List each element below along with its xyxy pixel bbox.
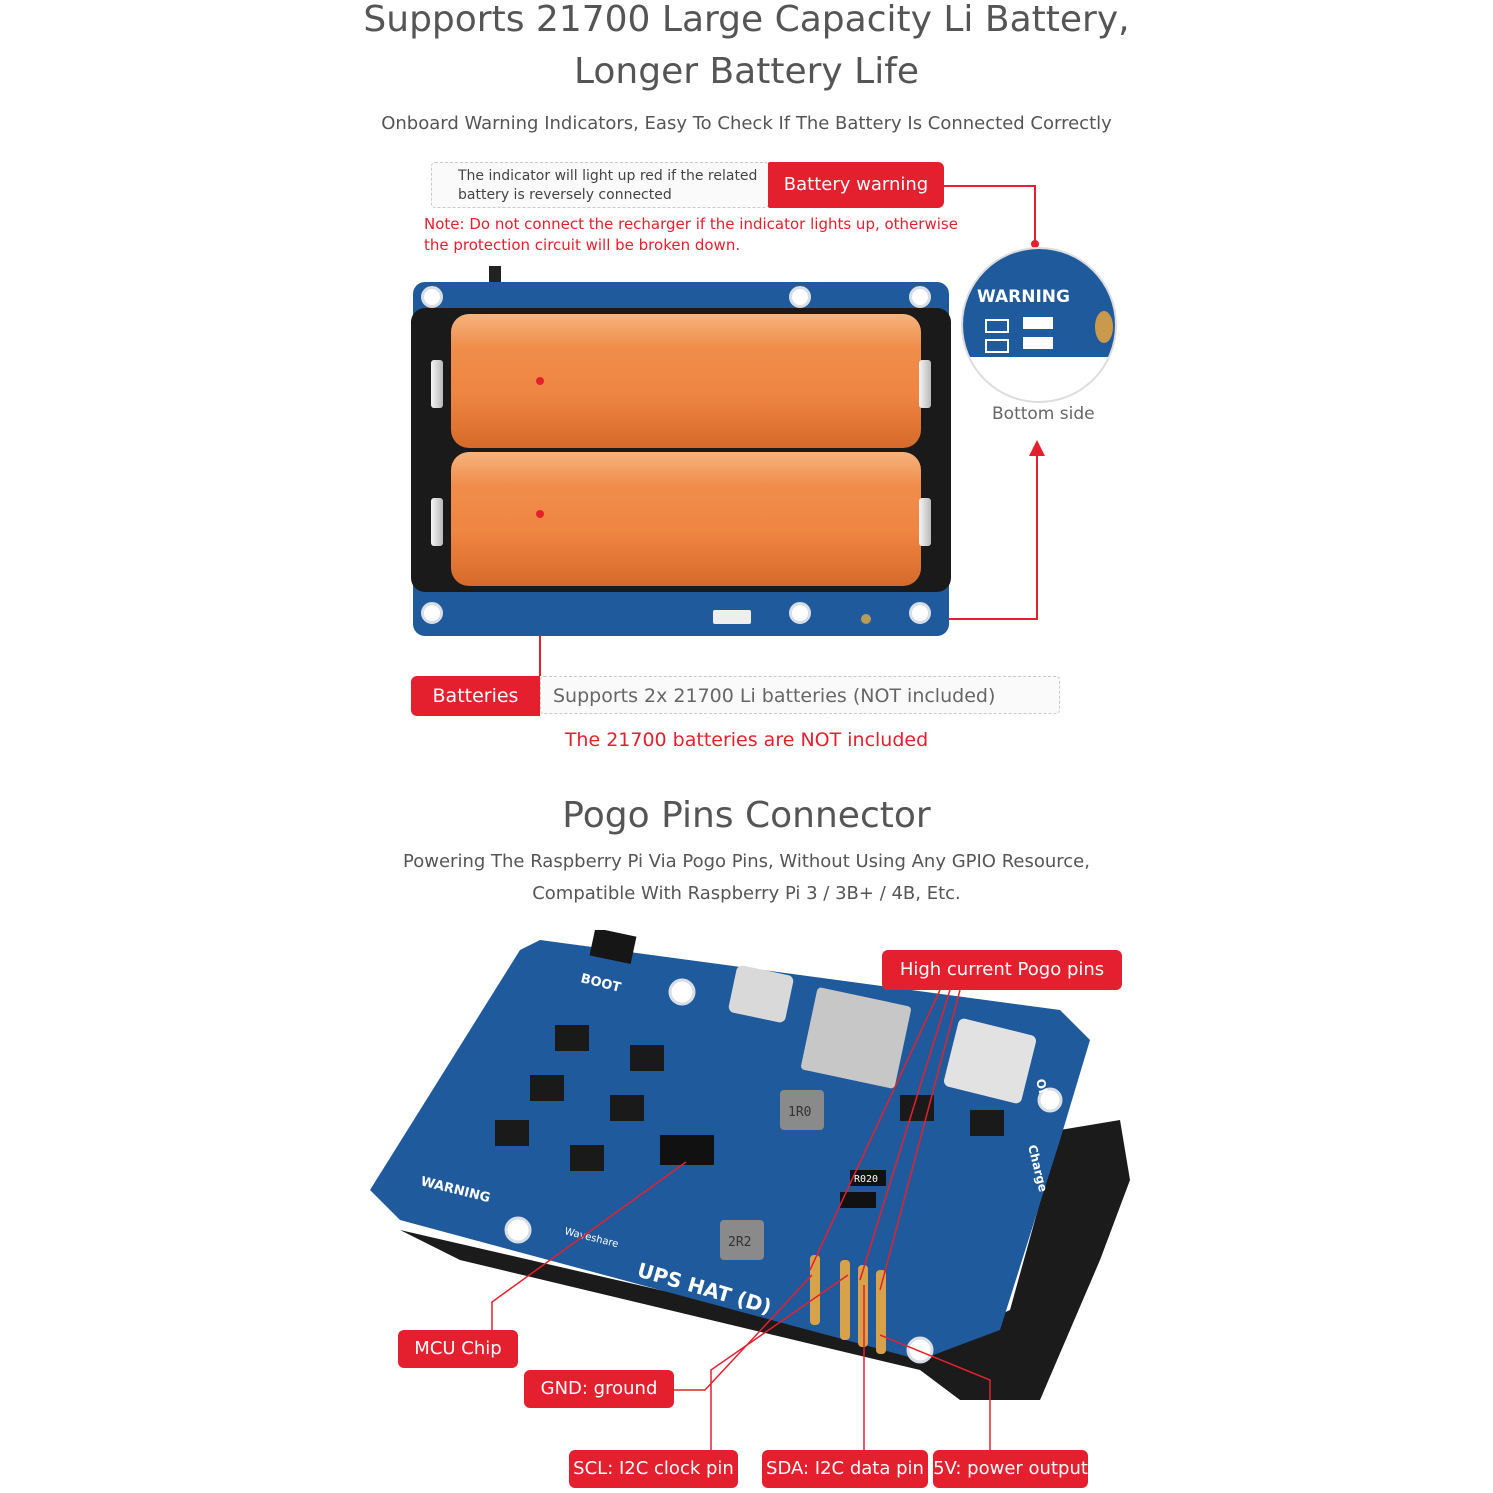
ic-chip	[630, 1045, 664, 1071]
indicator-description-box: The indicator will light up red if the r…	[431, 162, 769, 208]
section1-title-line2: Longer Battery Life	[573, 51, 920, 92]
battery-marker-dot	[536, 510, 544, 518]
section2-subtitle-line2: Compatible With Raspberry Pi 3 / 3B+ / 4…	[532, 883, 961, 904]
mount-hole	[504, 1216, 532, 1244]
battery-cell-1	[451, 314, 921, 448]
smd-led	[1023, 337, 1053, 349]
mount-hole	[421, 602, 443, 624]
resistor-r020	[840, 1192, 876, 1208]
sda-pin-tag: SDA: I2C data pin	[762, 1450, 928, 1488]
silk-inductor-2r2: 2R2	[728, 1235, 751, 1250]
mount-hole	[909, 286, 931, 308]
silk-off: OFF	[1033, 1077, 1053, 1106]
ic-chip	[555, 1025, 589, 1051]
battery-clip	[919, 360, 931, 408]
silk-inductor-1r0: 1R0	[788, 1105, 811, 1120]
battery-warning-tag: Battery warning	[768, 162, 944, 208]
mount-hole	[421, 286, 443, 308]
recharger-note-line1: Note: Do not connect the recharger if th…	[424, 215, 958, 233]
mount-hole	[789, 602, 811, 624]
battery-marker-dot	[536, 377, 544, 385]
section1-subtitle: Onboard Warning Indicators, Easy To Chec…	[381, 113, 1112, 134]
pogo-pin-5v	[876, 1270, 886, 1354]
inductor-1r0	[780, 1090, 824, 1130]
pogo-pin-gnd	[810, 1255, 820, 1325]
batteries-tag: Batteries	[411, 676, 540, 716]
batteries-description: Supports 2x 21700 Li batteries (NOT incl…	[540, 676, 1060, 714]
ic-chip	[970, 1110, 1004, 1136]
mount-hole	[906, 1336, 934, 1364]
ic-chip	[570, 1145, 604, 1171]
ups-hat-board-perspective: BOOT WARNING Waveshare UPS HAT (D) Charg…	[370, 930, 1130, 1400]
scl-pin-tag: SCL: I2C clock pin	[569, 1450, 738, 1488]
battery-board-top-view	[411, 266, 951, 638]
indicator-description-line2: battery is reversely connected	[458, 187, 672, 203]
mount-hole	[668, 978, 696, 1006]
power-switch	[943, 1018, 1037, 1104]
battery-clip	[431, 360, 443, 408]
silk-resistor: R020	[854, 1174, 878, 1185]
ic-chip	[530, 1075, 564, 1101]
battery-clip	[919, 498, 931, 546]
pcb-board-3d	[370, 940, 1090, 1360]
section1-title-line1: Supports 21700 Large Capacity Li Battery…	[363, 0, 1130, 40]
power-switch-top	[489, 266, 501, 282]
warning-led	[861, 614, 871, 624]
mount-hole	[789, 286, 811, 308]
mount-hole	[909, 602, 931, 624]
gnd-pin-tag: GND: ground pin	[524, 1370, 674, 1437]
recharger-note: Note: Do not connect the recharger if th…	[424, 214, 958, 256]
mcu-chip	[660, 1135, 714, 1165]
bottom-side-magnifier: WARNING	[961, 247, 1117, 403]
mcu-chip-tag: MCU Chip	[398, 1330, 518, 1368]
ic-chip	[610, 1095, 644, 1121]
mount-hole	[1037, 1087, 1063, 1113]
inductor-2r2	[720, 1220, 764, 1260]
boot-button	[589, 930, 637, 965]
usb-c-port	[728, 965, 794, 1023]
ic-chip	[495, 1120, 529, 1146]
connector-header	[713, 610, 751, 624]
magnifier-screw	[1095, 311, 1113, 343]
battery-cell-2	[451, 452, 921, 586]
section2-subtitle-line1: Powering The Raspberry Pi Via Pogo Pins,…	[403, 851, 1090, 872]
section2-title: Pogo Pins Connector	[562, 795, 931, 836]
recharger-note-line2: the protection circuit will be broken do…	[424, 236, 741, 254]
resistor-r020	[850, 1170, 886, 1186]
smd-led-pad	[985, 319, 1009, 333]
smd-led-pad	[985, 339, 1009, 353]
5v-pin-tag: 5V: power output	[933, 1450, 1088, 1488]
high-current-pogo-tag: High current Pogo pins	[882, 950, 1122, 990]
not-included-note: The 21700 batteries are NOT included	[564, 729, 929, 751]
usb-a-port	[801, 987, 911, 1089]
magnifier-warning-label: WARNING	[977, 287, 1070, 307]
bottom-side-label: Bottom side	[992, 404, 1095, 424]
indicator-description-line1: The indicator will light up red if the r…	[458, 168, 758, 184]
pogo-pin-sda	[858, 1265, 868, 1347]
section2-leader-lines	[491, 989, 991, 1450]
battery-clip	[431, 498, 443, 546]
pogo-pin-scl	[840, 1260, 850, 1340]
smd-led	[1023, 317, 1053, 329]
